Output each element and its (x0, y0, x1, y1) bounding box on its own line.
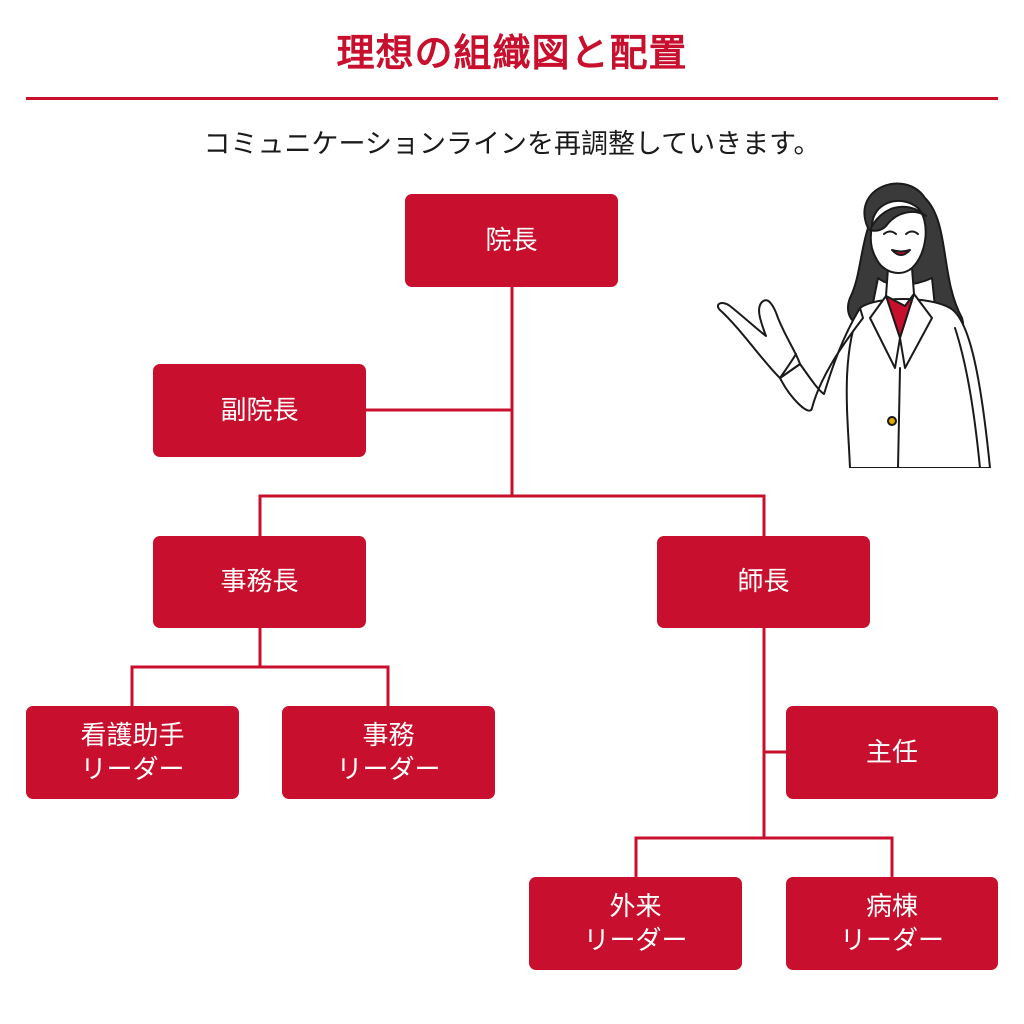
node-nursing-assistant-leader: 看護助手 リーダー (26, 706, 239, 799)
node-director: 院長 (405, 194, 618, 287)
node-chief: 主任 (786, 706, 998, 799)
node-label: 院長 (485, 225, 538, 256)
node-ward-leader: 病棟 リーダー (786, 877, 998, 970)
title-divider (26, 97, 998, 100)
node-label-line1: 事務 (362, 720, 415, 751)
page-title: 理想の組織図と配置 (336, 31, 688, 75)
node-label-line1: 外来 (609, 891, 662, 922)
node-label-line1: 看護助手 (80, 720, 185, 751)
node-office-leader: 事務 リーダー (282, 706, 495, 799)
presenter-illustration (716, 182, 991, 468)
node-label: 主任 (865, 737, 918, 768)
node-label-line2: リーダー (583, 925, 688, 956)
node-head-nurse: 師長 (657, 536, 870, 628)
node-vice-director: 副院長 (153, 364, 366, 457)
node-label-line1: 病棟 (865, 891, 918, 922)
node-label: 副院長 (220, 395, 299, 426)
node-label-line2: リーダー (80, 754, 185, 785)
node-outpatient-leader: 外来 リーダー (529, 877, 742, 970)
node-label: 師長 (737, 567, 790, 597)
node-label-line2: リーダー (839, 925, 944, 956)
node-label-line2: リーダー (336, 754, 441, 785)
page-subtitle: コミュニケーションラインを再調整していきます。 (203, 129, 821, 160)
node-label: 事務長 (220, 567, 299, 597)
node-office-manager: 事務長 (153, 536, 366, 628)
